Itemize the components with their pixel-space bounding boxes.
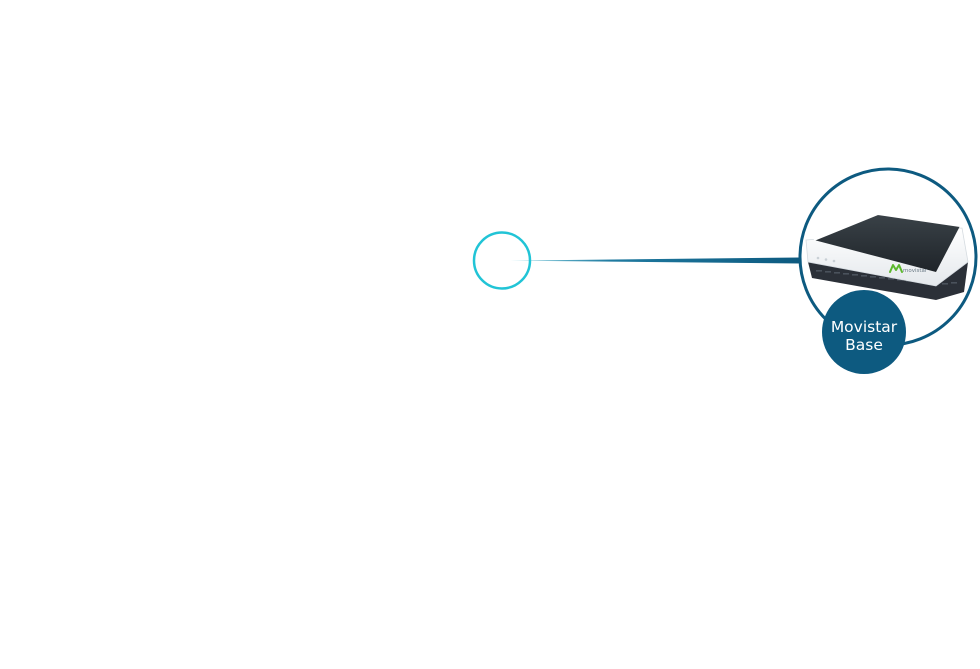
router-device-icon: movistar: [805, 212, 969, 300]
status-leds: [816, 256, 836, 263]
product-label-line2: Base: [845, 336, 883, 354]
product-label-badge: Movistar Base: [822, 290, 906, 374]
brand-wordmark: movistar: [903, 268, 928, 274]
connector-line: [510, 257, 800, 264]
hotspot-marker[interactable]: [472, 231, 532, 290]
product-label-line1: Movistar: [831, 318, 898, 336]
movistar-m-icon: [889, 264, 903, 273]
movistar-logo: movistar: [889, 264, 928, 274]
